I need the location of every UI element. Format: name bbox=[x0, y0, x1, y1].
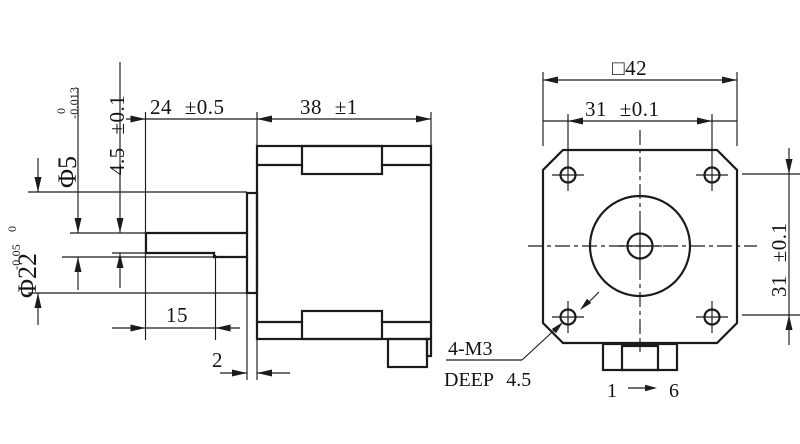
pin-numbering: 1 6 bbox=[607, 380, 679, 402]
arrowhead-down-icon bbox=[785, 159, 793, 174]
shaft-tol-upper: 0 bbox=[54, 108, 68, 114]
arrowhead-right-icon bbox=[416, 115, 431, 123]
dim-shaft-length: 24 ±0.5 bbox=[126, 95, 431, 123]
side-view: 24 ±0.5 38 ±1 Φ5 0 -0.013 4.5 ±0.1 bbox=[5, 62, 433, 380]
leader-arrowhead-icon bbox=[551, 322, 563, 334]
hole-depth-text: DEEP 4.5 bbox=[444, 369, 531, 391]
dim-shaft-diameter: Φ5 0 -0.013 bbox=[53, 87, 82, 290]
mounting-hole-top-left bbox=[552, 159, 584, 191]
arrowhead-right-icon bbox=[697, 117, 712, 125]
mounting-holes-text: 4-M3 bbox=[448, 338, 492, 360]
centerlines bbox=[528, 130, 757, 352]
boss-tol-upper: 0 bbox=[5, 226, 19, 232]
pilot-circle bbox=[588, 194, 692, 298]
dim-flat-length: 15 bbox=[112, 303, 240, 332]
dim-flat-height: 4.5 ±0.1 bbox=[105, 62, 129, 288]
mounting-hole-top-right bbox=[696, 159, 728, 191]
shaft-tol-lower: -0.013 bbox=[67, 87, 81, 119]
dim-flat-height-text: 4.5 ±0.1 bbox=[105, 95, 129, 175]
mounting-holes bbox=[552, 159, 728, 333]
motor-body-side bbox=[245, 144, 433, 369]
dim-flat-length-text: 15 bbox=[166, 303, 188, 327]
arrowhead-left-icon bbox=[568, 117, 583, 125]
pin-first-text: 1 bbox=[607, 380, 617, 402]
connector-step bbox=[425, 337, 433, 358]
lamination-notch-bottom bbox=[300, 309, 384, 341]
dim-hole-spacing-vertical: 31 ±0.1 bbox=[742, 148, 800, 345]
dim-boss-diameter: Φ22 0 -0.05 bbox=[5, 158, 42, 325]
arrowhead-up-icon bbox=[74, 257, 82, 272]
arrowhead-left-icon bbox=[215, 324, 231, 332]
dim-face-size: □42 bbox=[542, 56, 738, 146]
arrowhead-right-icon bbox=[130, 324, 146, 332]
boss-tol-lower: -0.05 bbox=[9, 244, 23, 270]
connector-front bbox=[601, 342, 679, 372]
arrowhead-right-icon bbox=[232, 369, 247, 377]
arrowhead-up-icon bbox=[785, 315, 793, 330]
connector-side bbox=[386, 337, 429, 369]
mounting-hole-bottom-right bbox=[696, 301, 728, 333]
dim-hole-spacing-horizontal-text: 31 ±0.1 bbox=[585, 97, 660, 121]
pin-last-text: 6 bbox=[669, 380, 679, 402]
pilot-boss-side bbox=[245, 191, 259, 295]
arrowhead-left-icon bbox=[257, 115, 272, 123]
arrowhead-down-icon bbox=[34, 177, 42, 192]
arrowhead-down-icon bbox=[74, 218, 82, 233]
arrowhead-right-icon bbox=[130, 115, 146, 123]
dim-hole-spacing-vertical-text: 31 ±0.1 bbox=[767, 222, 791, 297]
connector-inner bbox=[620, 344, 660, 372]
arrowhead-up-icon bbox=[116, 253, 124, 268]
lamination-notch-top bbox=[300, 144, 384, 176]
dim-hole-spacing-horizontal: 31 ±0.1 bbox=[543, 97, 737, 159]
front-view: □42 31 ±0.1 31 ±0.1 4-M3 bbox=[444, 56, 800, 402]
shaft-hole bbox=[618, 226, 662, 266]
dim-body-length: 38 ±1 bbox=[300, 95, 431, 123]
dim-boss-thickness: 2 bbox=[212, 348, 290, 377]
label-mounting-holes: 4-M3 DEEP 4.5 bbox=[444, 291, 600, 391]
pointer-line bbox=[587, 291, 600, 304]
dim-boss-thickness-text: 2 bbox=[212, 348, 223, 372]
pin-arrowhead-icon bbox=[645, 384, 657, 392]
dim-boss-diameter-text: Φ22 bbox=[13, 253, 42, 298]
extension-lines-side bbox=[28, 112, 432, 380]
mounting-hole-bottom-left bbox=[552, 301, 584, 333]
pointer-arrowhead-icon bbox=[580, 298, 592, 310]
dim-shaft-diameter-text: Φ5 bbox=[53, 156, 82, 188]
arrowhead-left-icon bbox=[257, 369, 272, 377]
arrowhead-up-icon bbox=[34, 293, 42, 308]
shaft bbox=[144, 231, 249, 259]
dim-face-size-text: □42 bbox=[612, 56, 647, 80]
motor-face-outline bbox=[541, 148, 739, 345]
arrowhead-down-icon bbox=[116, 218, 124, 233]
dim-shaft-length-text: 24 ±0.5 bbox=[150, 95, 225, 119]
arrowhead-right-icon bbox=[722, 76, 737, 84]
dim-body-length-text: 38 ±1 bbox=[300, 95, 358, 119]
arrowhead-left-icon bbox=[543, 76, 558, 84]
